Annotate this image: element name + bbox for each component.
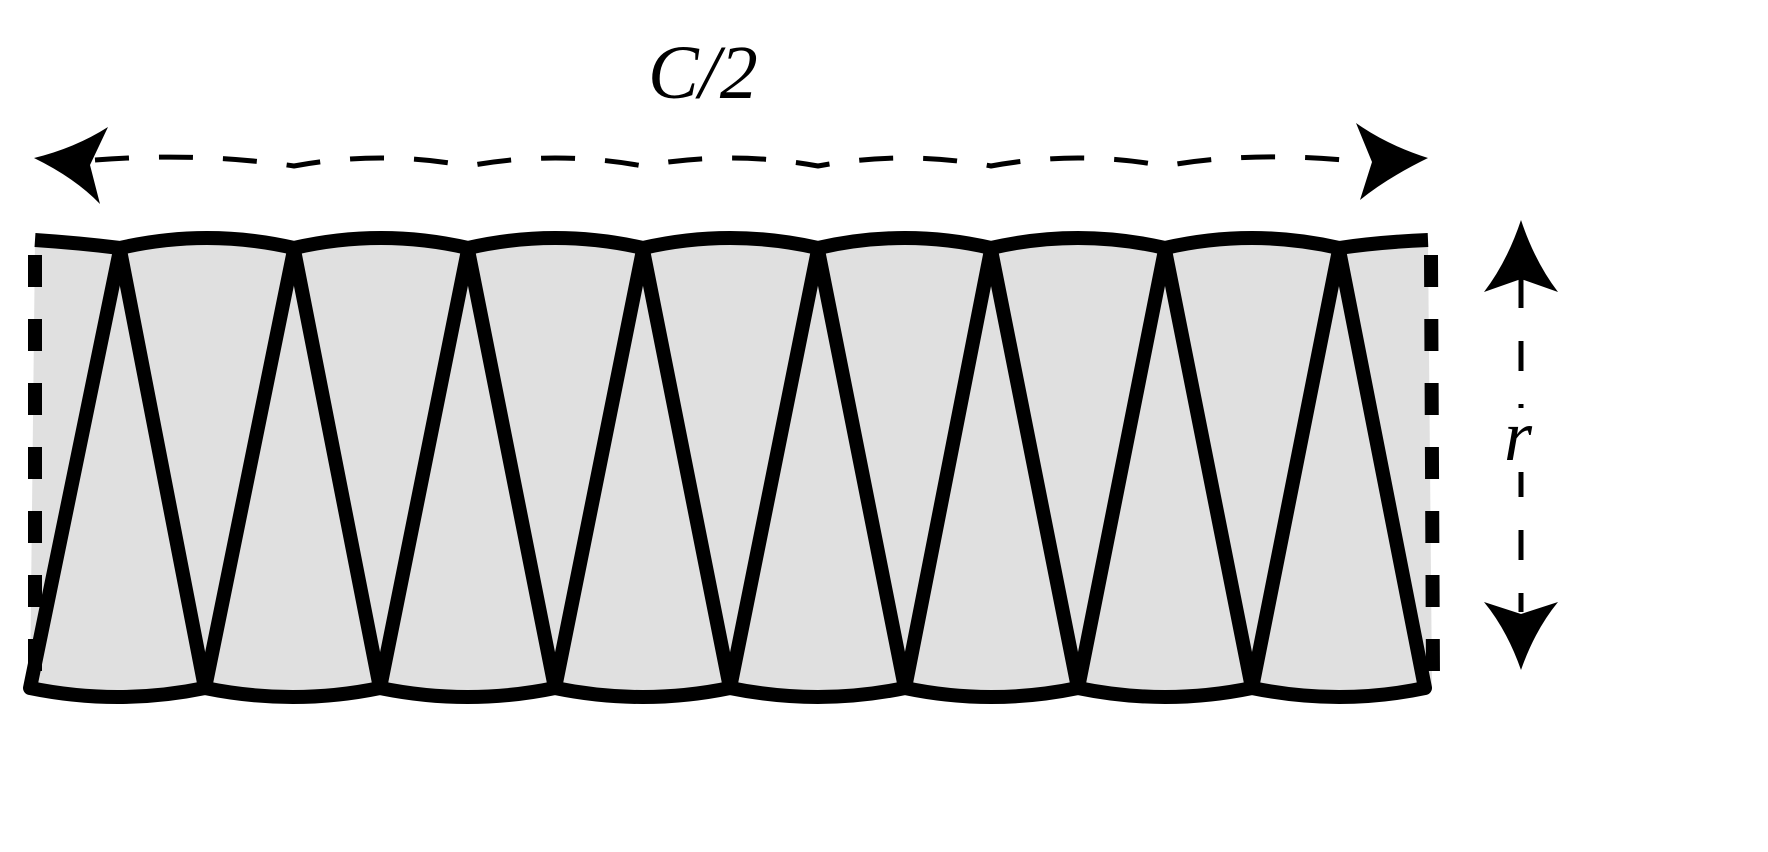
triangle-side	[984, 243, 1085, 695]
triangle-sides	[23, 243, 1432, 695]
triangle-side	[113, 243, 212, 695]
height-label: r	[1504, 396, 1533, 476]
right-dashed-boundary	[1424, 254, 1440, 681]
triangle-side	[636, 243, 737, 695]
triangle-side	[723, 243, 825, 695]
down-arrowhead-icon	[1484, 602, 1558, 670]
triangle-side	[548, 243, 650, 695]
triangle-side	[811, 243, 912, 695]
right-arrowhead-icon	[1356, 123, 1428, 200]
triangle-side	[898, 243, 998, 695]
left-arrowhead-icon	[34, 127, 108, 204]
strip-fill	[30, 238, 1432, 697]
width-arrow-line	[94, 154, 1366, 169]
triangle-side	[461, 243, 562, 695]
triangle-side	[287, 243, 387, 695]
up-arrowhead-icon	[1484, 220, 1558, 292]
triangle-side	[1332, 243, 1432, 695]
triangle-side	[1158, 243, 1259, 695]
triangle-side	[373, 243, 475, 695]
top-edge	[34, 231, 1429, 255]
triangle-side	[1071, 243, 1172, 695]
height-label-bg	[1500, 408, 1550, 472]
triangle-side	[198, 243, 301, 695]
triangle-side	[1245, 243, 1346, 695]
width-label: C/2	[648, 31, 758, 115]
triangle-side	[23, 243, 127, 695]
